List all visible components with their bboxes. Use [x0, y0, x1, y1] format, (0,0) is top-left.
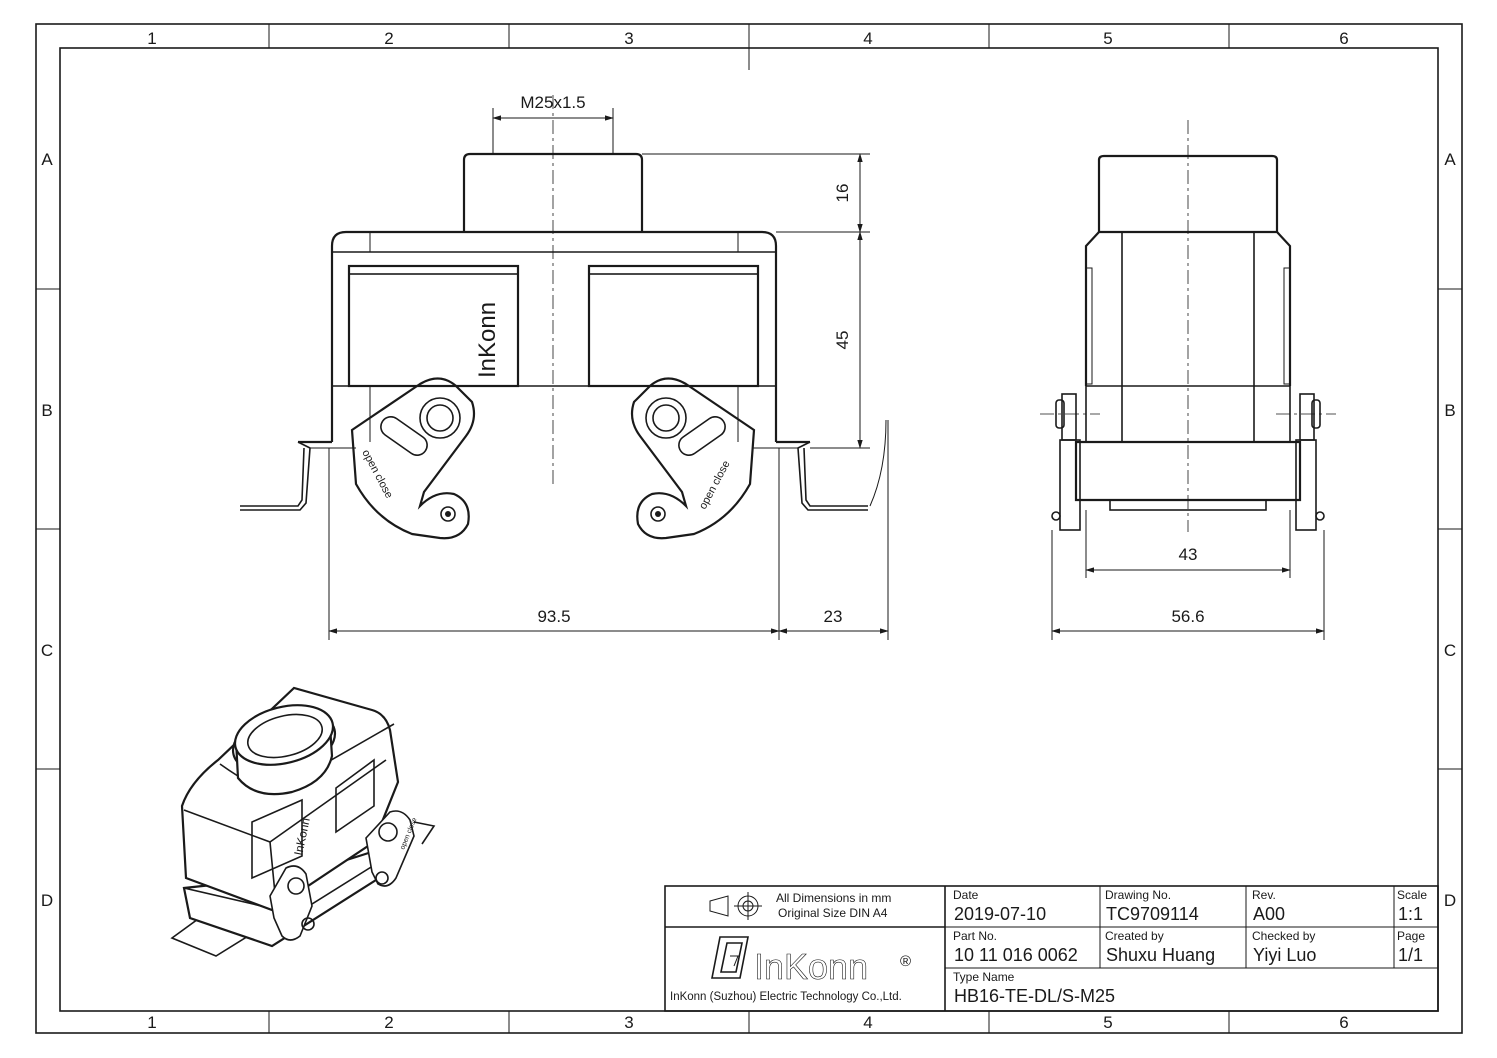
created-by-label: Created by — [1105, 929, 1164, 943]
dim-width-label: 93.5 — [537, 607, 570, 626]
dim-thread-label: M25x1.5 — [520, 93, 585, 112]
col-label-top-2: 2 — [384, 29, 393, 48]
page-label: Page — [1397, 929, 1425, 943]
page-value: 1/1 — [1398, 945, 1423, 965]
title-block: All Dimensions in mm Original Size DIN A… — [664, 885, 1439, 1012]
col-label-top-4: 4 — [863, 29, 872, 48]
title-note-line1: All Dimensions in mm — [776, 891, 891, 905]
part-no-label: Part No. — [953, 929, 997, 943]
row-label-left-b: B — [41, 401, 52, 420]
row-label-left-c: C — [41, 641, 53, 660]
front-view: InKonn open close open close — [240, 93, 889, 640]
col-label-bottom-2: 2 — [384, 1013, 393, 1032]
col-label-bottom-1: 1 — [147, 1013, 156, 1032]
dim-hood-height-label: 45 — [833, 331, 852, 350]
col-label-bottom-6: 6 — [1339, 1013, 1348, 1032]
drawing-no-value: TC9709114 — [1106, 904, 1199, 924]
row-label-right-c: C — [1444, 641, 1456, 660]
col-label-top-1: 1 — [147, 29, 156, 48]
rev-label: Rev. — [1252, 888, 1276, 902]
dim-entry-height: 16 — [642, 153, 870, 233]
row-label-right-b: B — [1444, 401, 1455, 420]
date-value: 2019-07-10 — [954, 904, 1046, 924]
dim-inner-width: 43 — [1085, 510, 1291, 578]
col-label-bottom-3: 3 — [624, 1013, 633, 1032]
dim-hood-height: 45 — [810, 231, 870, 449]
front-brand-text: InKonn — [474, 302, 501, 378]
dim-outer-width-label: 56.6 — [1171, 607, 1204, 626]
front-right-lever-text: open close — [697, 459, 733, 512]
col-label-bottom-5: 5 — [1103, 1013, 1112, 1032]
title-note-line2: Original Size DIN A4 — [778, 906, 888, 920]
scale-label: Scale — [1397, 888, 1427, 902]
col-label-top-3: 3 — [624, 29, 633, 48]
dim-inner-width-label: 43 — [1179, 545, 1198, 564]
type-name-value: HB16-TE-DL/S-M25 — [954, 986, 1115, 1006]
row-label-left-d: D — [41, 891, 53, 910]
col-label-top-6: 6 — [1339, 29, 1348, 48]
checked-by-label: Checked by — [1252, 929, 1315, 943]
dim-flange-label: 23 — [824, 607, 843, 626]
row-label-right-a: A — [1444, 150, 1456, 169]
dim-outer-width: 56.6 — [1051, 530, 1325, 640]
rev-value: A00 — [1253, 904, 1285, 924]
checked-by-value: Yiyi Luo — [1253, 945, 1316, 965]
side-view: 43 56.6 — [1040, 120, 1336, 640]
registered-mark: ® — [900, 953, 911, 970]
dim-thread: M25x1.5 — [492, 93, 614, 154]
row-label-right-d: D — [1444, 891, 1456, 910]
date-label: Date — [953, 888, 979, 902]
company-logo-text: InKonn — [754, 946, 868, 987]
row-label-left-a: A — [41, 150, 53, 169]
drawing-no-label: Drawing No. — [1105, 888, 1171, 902]
iso-view: InKonn open close — [170, 686, 436, 957]
col-label-top-5: 5 — [1103, 29, 1112, 48]
col-label-bottom-4: 4 — [863, 1013, 872, 1032]
type-name-label: Type Name — [953, 970, 1015, 984]
company-logo: InKonn ® — [711, 936, 911, 987]
front-left-lever-text: open close — [359, 448, 395, 501]
scale-value: 1:1 — [1398, 904, 1423, 924]
dim-width: 93.5 23 — [328, 420, 889, 640]
dim-entry-height-label: 16 — [833, 184, 852, 203]
created-by-value: Shuxu Huang — [1106, 945, 1215, 965]
part-no-value: 10 11 016 0062 — [954, 945, 1078, 965]
company-name: InKonn (Suzhou) Electric Technology Co.,… — [670, 991, 902, 1003]
projection-symbol-icon — [709, 892, 762, 920]
